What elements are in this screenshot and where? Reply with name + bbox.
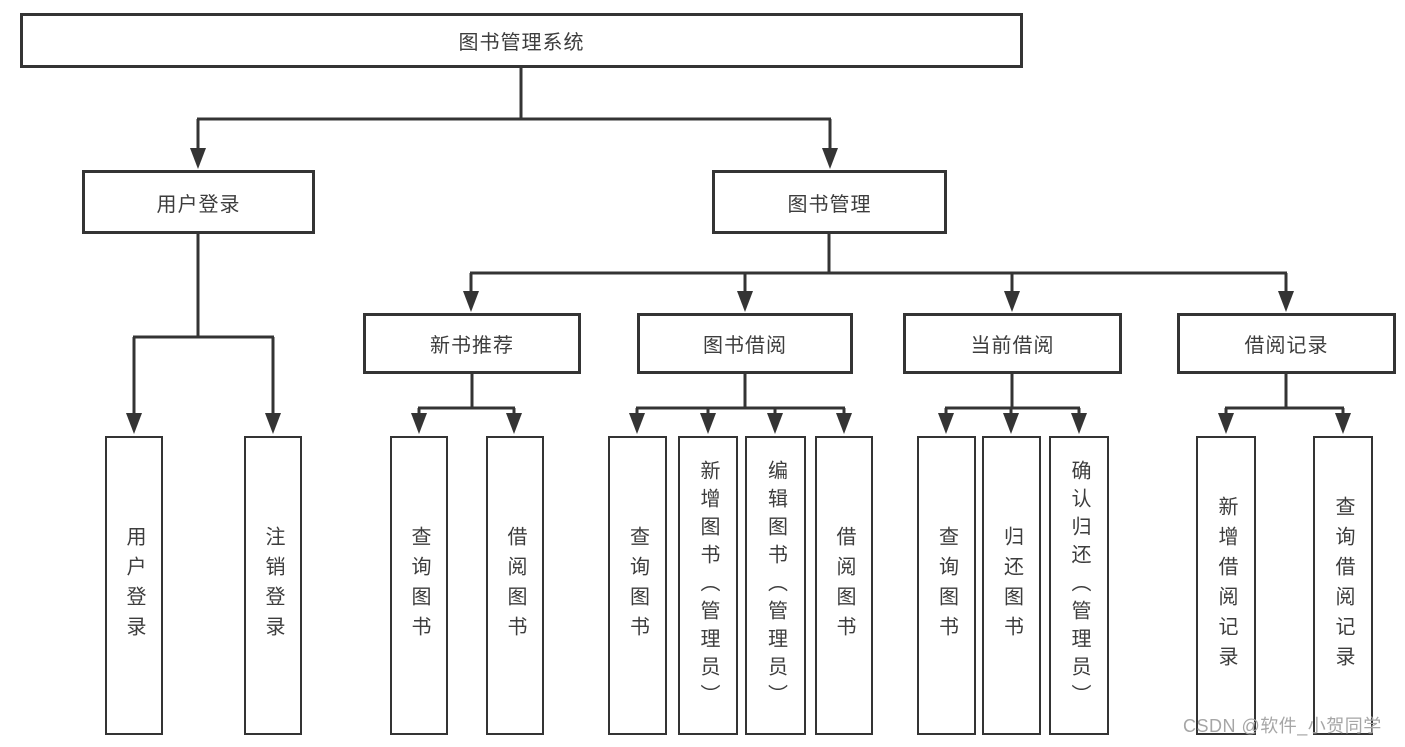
leaf-add-borrow-record: 新增借阅记录 [1196,436,1256,735]
node-book-management-label: 图书管理 [787,193,872,216]
leaf-query-books-2-label: 查询图书 [626,525,649,646]
leaf-confirm-return-admin-label: 确认归还（管理员） [1068,459,1090,712]
node-user-login-label: 用户登录 [156,193,241,216]
node-new-book-recommend: 新书推荐 [363,313,581,374]
leaf-borrow-books-1-label: 借阅图书 [504,525,526,646]
leaf-query-books-2: 查询图书 [608,436,667,735]
leaf-borrow-books-2-label: 借阅图书 [833,525,855,646]
leaf-return-books: 归还图书 [982,436,1041,735]
leaf-query-borrow-record: 查询借阅记录 [1313,436,1373,735]
leaf-user-login: 用户登录 [105,436,163,735]
node-library-management-system-label: 图书管理系统 [458,32,585,54]
node-book-management: 图书管理 [712,170,947,234]
leaf-user-login-label: 用户登录 [123,525,145,646]
leaf-borrow-books-1: 借阅图书 [486,436,544,735]
node-current-borrow: 当前借阅 [903,313,1122,374]
leaf-edit-books-admin: 编辑图书（管理员） [745,436,806,735]
node-user-login: 用户登录 [82,170,315,234]
leaf-add-borrow-record-label: 新增借阅记录 [1215,495,1237,676]
leaf-confirm-return-admin: 确认归还（管理员） [1049,436,1109,735]
leaf-borrow-books-2: 借阅图书 [815,436,873,735]
leaf-logout-label: 注销登录 [262,525,284,646]
node-borrow-records: 借阅记录 [1177,313,1396,374]
leaf-query-books-1-label: 查询图书 [408,525,430,646]
leaf-query-books-1: 查询图书 [390,436,448,735]
leaf-edit-books-admin-label: 编辑图书（管理员） [764,459,787,712]
node-book-borrow-label: 图书借阅 [703,335,787,357]
leaf-query-books-3-label: 查询图书 [935,525,958,646]
leaf-logout: 注销登录 [244,436,302,735]
node-borrow-records-label: 借阅记录 [1244,335,1329,357]
leaf-query-borrow-record-label: 查询借阅记录 [1332,495,1354,676]
leaf-add-books-admin: 新增图书（管理员） [678,436,738,735]
node-library-management-system: 图书管理系统 [20,13,1023,68]
leaf-add-books-admin-label: 新增图书（管理员） [697,459,719,712]
csdn-watermark: CSDN @软件_小贺同学 [1183,716,1382,736]
node-new-book-recommend-label: 新书推荐 [430,335,514,357]
node-book-borrow: 图书借阅 [637,313,853,374]
node-current-borrow-label: 当前借阅 [970,335,1055,357]
leaf-return-books-label: 归还图书 [1000,525,1023,646]
leaf-query-books-3: 查询图书 [917,436,976,735]
